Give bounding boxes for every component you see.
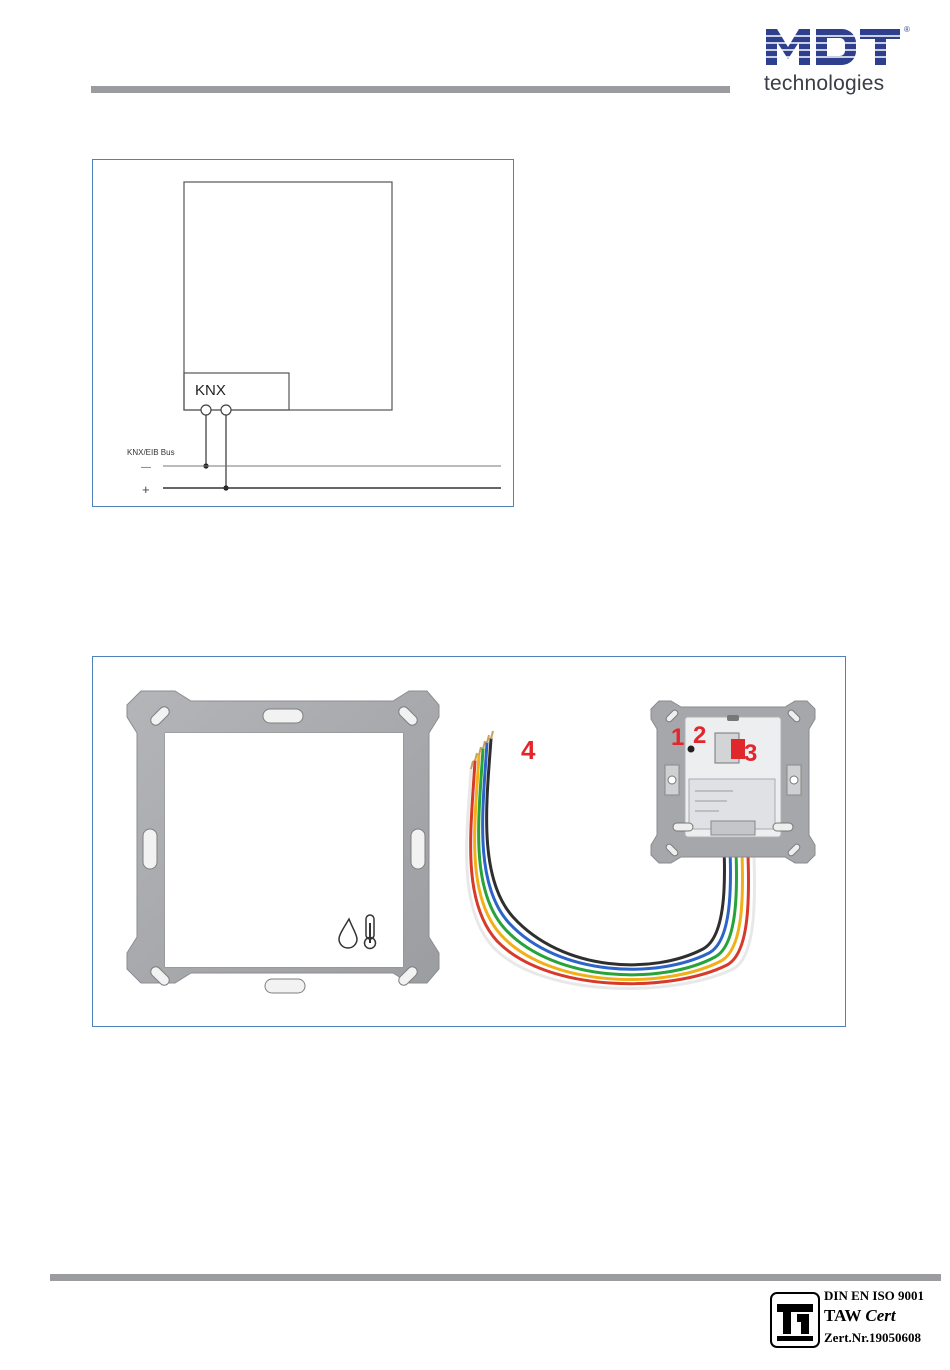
mdt-logo: ® technologies	[762, 20, 922, 100]
mounting-frame	[127, 691, 439, 993]
cert-org: TAW Cert	[824, 1306, 896, 1326]
wiring-diagram-frame: KNX KNX/EIB Bus — +	[92, 159, 514, 507]
product-photo-frame: 1 2 3 4	[92, 656, 846, 1027]
cert-number: Zert.Nr.19050608	[824, 1330, 921, 1346]
callout-2: 2	[693, 722, 706, 749]
terminal-plus	[221, 405, 231, 415]
product-photo: 1 2 3 4	[93, 657, 845, 1026]
header-rule	[91, 86, 730, 93]
callout-4: 4	[521, 735, 536, 765]
bus-plus-sign: +	[142, 482, 150, 497]
bus-minus-sign: —	[141, 462, 151, 473]
knx-label: KNX	[195, 382, 226, 399]
taw-cert-seal-icon	[770, 1292, 820, 1348]
bus-label: KNX/EIB Bus	[127, 448, 175, 457]
callout-1: 1	[671, 724, 684, 751]
cert-block: DIN EN ISO 9001 TAW Cert Zert.Nr.1905060…	[768, 1284, 944, 1366]
cert-org-name: TAW	[824, 1306, 861, 1325]
logo-subtitle: technologies	[764, 72, 884, 96]
registered-mark: ®	[904, 25, 910, 34]
callout-3: 3	[744, 740, 757, 767]
wiring-diagram: KNX KNX/EIB Bus — +	[93, 160, 513, 506]
device-outline	[184, 182, 392, 410]
cert-org-suffix: Cert	[865, 1306, 895, 1325]
cert-standard: DIN EN ISO 9001	[824, 1288, 924, 1304]
footer-rule	[50, 1274, 941, 1281]
terminal-minus	[201, 405, 211, 415]
